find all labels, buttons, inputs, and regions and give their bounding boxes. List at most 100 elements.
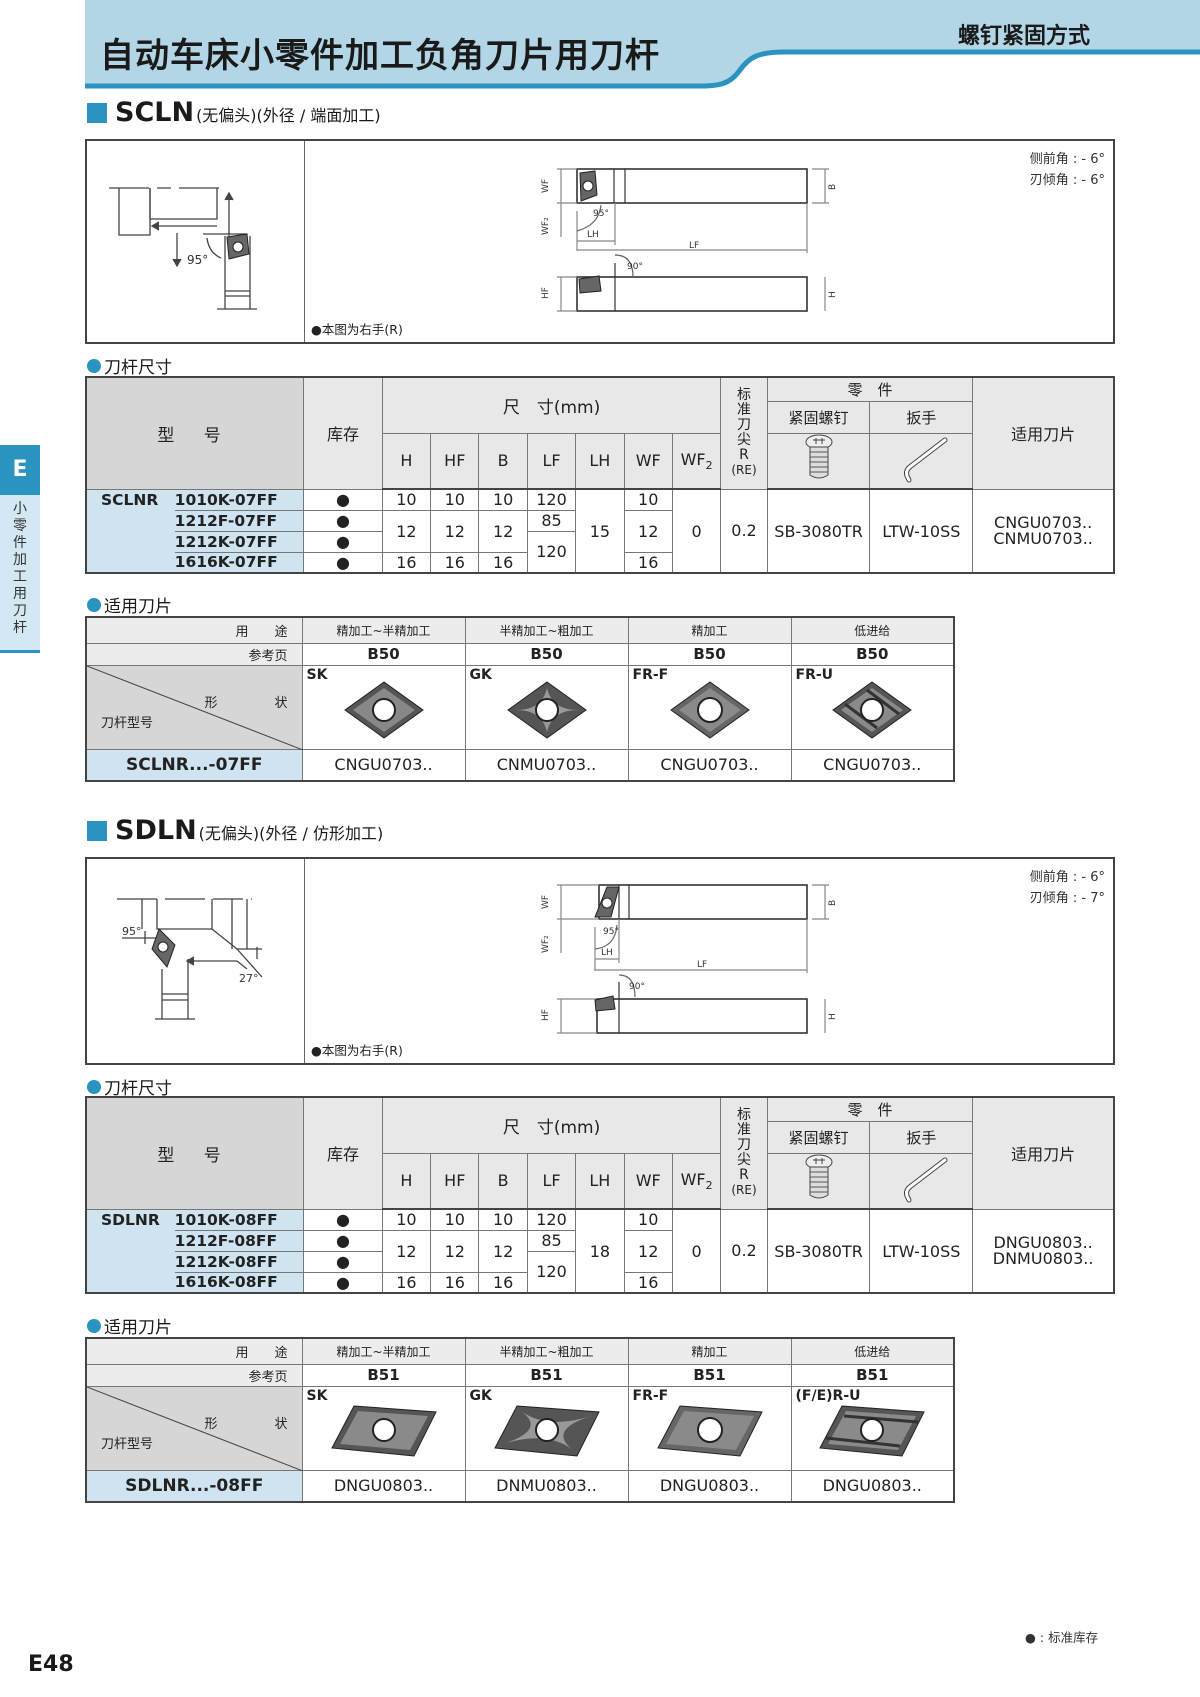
applicable-inserts: DNGU0803..DNMU0803.. (972, 1208, 1115, 1294)
header-parts: 零 件 (766, 376, 974, 402)
stock-indicator: ● (303, 509, 383, 532)
screw-icon (766, 432, 871, 490)
label-b: B (828, 900, 837, 906)
table-row: 1212K-08FF ● 120 (86, 1250, 1114, 1294)
section-marker-icon (87, 820, 107, 841)
machining-diagram: 95° 27° (87, 859, 305, 1063)
approach-angle-label: 95° (122, 925, 142, 938)
table-row: 1212F-07FF ● 12 12 12 85 12 (86, 509, 1114, 553)
holder-model: SCLNR...-07FF (85, 748, 303, 782)
insert-fr-f: FR-F (627, 664, 792, 750)
col-lh: LH (575, 432, 625, 490)
sdln-machining-icon: 95° 27° (117, 898, 263, 1020)
stock-indicator: ● (303, 551, 383, 574)
insert-table-sdln: 用 途 精加工~半精加工 半精加工~粗加工 精加工 低进给 参考页 B51 B5… (85, 1337, 955, 1503)
square-insert-icon (669, 681, 750, 739)
col-h: H (381, 432, 432, 490)
bullet-icon (87, 1079, 101, 1094)
label-90deg: 90° (629, 982, 645, 992)
ref-page: B51 (627, 1363, 792, 1387)
ref-page: B50 (301, 642, 466, 666)
screw-icon (766, 1152, 871, 1210)
diamond-insert-icon (493, 1405, 600, 1457)
rake-angles: 侧前角 : - 6° 刃倾角 : - 7° (1030, 867, 1105, 909)
model-prefix: SDLNR (85, 1208, 175, 1294)
section-description: (无偏头)(外径 / 端面加工) (196, 106, 381, 125)
label-lf: LF (697, 960, 707, 970)
stock-legend: ● : 标准库存 (1025, 1630, 1099, 1645)
diamond-insert-icon (819, 1405, 926, 1457)
holder-model: SDLNR...-08FF (85, 1469, 303, 1503)
rake-angles: 侧前角 : - 6° 刃倾角 : - 6° (1030, 149, 1105, 191)
header-screw: 紧固螺钉 (766, 1120, 871, 1154)
right-hand-note: ●本图为右手(R) (311, 322, 403, 337)
holder-dimension-drawing: WF WF₂ LH LF B HF H 95° 90° (541, 884, 837, 1034)
model-code: 1212K-08FF (174, 1251, 305, 1273)
chapter-tab: E 小零件加工用刀杆 (0, 445, 40, 653)
row-label-ref: 参考页 (85, 1363, 303, 1387)
col-wf2: WF2 (671, 432, 722, 490)
label-b: B (828, 184, 837, 190)
diagonal-header: 形 状 刀杆型号 (85, 664, 303, 750)
chapter-letter: E (0, 445, 40, 495)
insert-code: CNMU0703.. (464, 748, 629, 782)
diamond-insert-icon (330, 1405, 437, 1457)
header-wrench: 扳手 (869, 1120, 974, 1154)
label-wf2: WF₂ (541, 935, 551, 953)
col-wf: WF (623, 1152, 673, 1210)
stock-indicator: ● (303, 530, 383, 553)
col-lh: LH (575, 1152, 625, 1210)
col-b: B (478, 432, 528, 490)
relief-angle-label: 27° (239, 972, 259, 985)
header-model: 型 号 (85, 1096, 305, 1210)
label-lh: LH (587, 230, 599, 240)
inserts-heading: 适用刀片 (87, 592, 172, 617)
header-stock: 库存 (303, 1096, 383, 1210)
stock-indicator: ● (303, 488, 383, 511)
label-lf: LF (689, 241, 699, 251)
insert-code: DNGU0803.. (627, 1469, 792, 1503)
inserts-heading: 适用刀片 (87, 1313, 172, 1338)
bullet-icon (87, 358, 101, 373)
dimensions-heading: 刀杆尺寸 (87, 1074, 172, 1099)
bullet-icon (87, 597, 101, 612)
wrench-part-no: LTW-10SS (869, 488, 974, 574)
stock-indicator: ● (303, 1250, 383, 1273)
section-code: SCLN (115, 97, 195, 128)
col-wf: WF (623, 432, 673, 490)
table-row: 1616K-07FF ● 16 16 16 16 (86, 551, 1114, 574)
label-95deg: 95° (603, 927, 619, 937)
insert-fr-f: FR-F (627, 1385, 792, 1471)
label-90deg: 90° (627, 262, 643, 272)
label-h: H (828, 291, 837, 298)
insert-sk: SK (301, 664, 466, 750)
wrench-icon (869, 1152, 974, 1210)
table-row: SCLNR 1010K-07FF ● 10 10 10 120 15 10 0 … (85, 488, 1115, 574)
col-lf: LF (526, 432, 577, 490)
label-wf: WF (541, 895, 551, 909)
square-insert-icon (343, 681, 424, 739)
model-prefix: SCLNR (85, 488, 175, 574)
col-b: B (478, 1152, 528, 1210)
ref-page: B50 (627, 642, 792, 666)
label-hf: HF (541, 287, 551, 299)
wrench-icon (869, 432, 974, 490)
insert-code: CNGU0703.. (301, 748, 466, 782)
page-title: 自动车床小零件加工负角刀片用刀杆 (100, 36, 660, 76)
chapter-label: 小零件加工用刀杆 (0, 495, 40, 653)
square-insert-icon (832, 681, 913, 739)
wrench-part-no: LTW-10SS (869, 1208, 974, 1294)
machining-diagram: 95° (87, 141, 305, 342)
label-hf: HF (541, 1009, 551, 1021)
header-wrench: 扳手 (869, 400, 974, 434)
insert-code: DNGU0803.. (790, 1469, 955, 1503)
approach-angle-label: 95° (187, 253, 208, 267)
inclination-angle: 刃倾角 : - 6° (1029, 173, 1105, 188)
col-hf: HF (430, 432, 480, 490)
header-inserts: 适用刀片 (972, 376, 1115, 490)
insert-code: CNGU0703.. (627, 748, 792, 782)
model-code: 1212F-08FF (174, 1230, 305, 1252)
diagram-box-sdln: 95° 27° (85, 857, 1115, 1065)
